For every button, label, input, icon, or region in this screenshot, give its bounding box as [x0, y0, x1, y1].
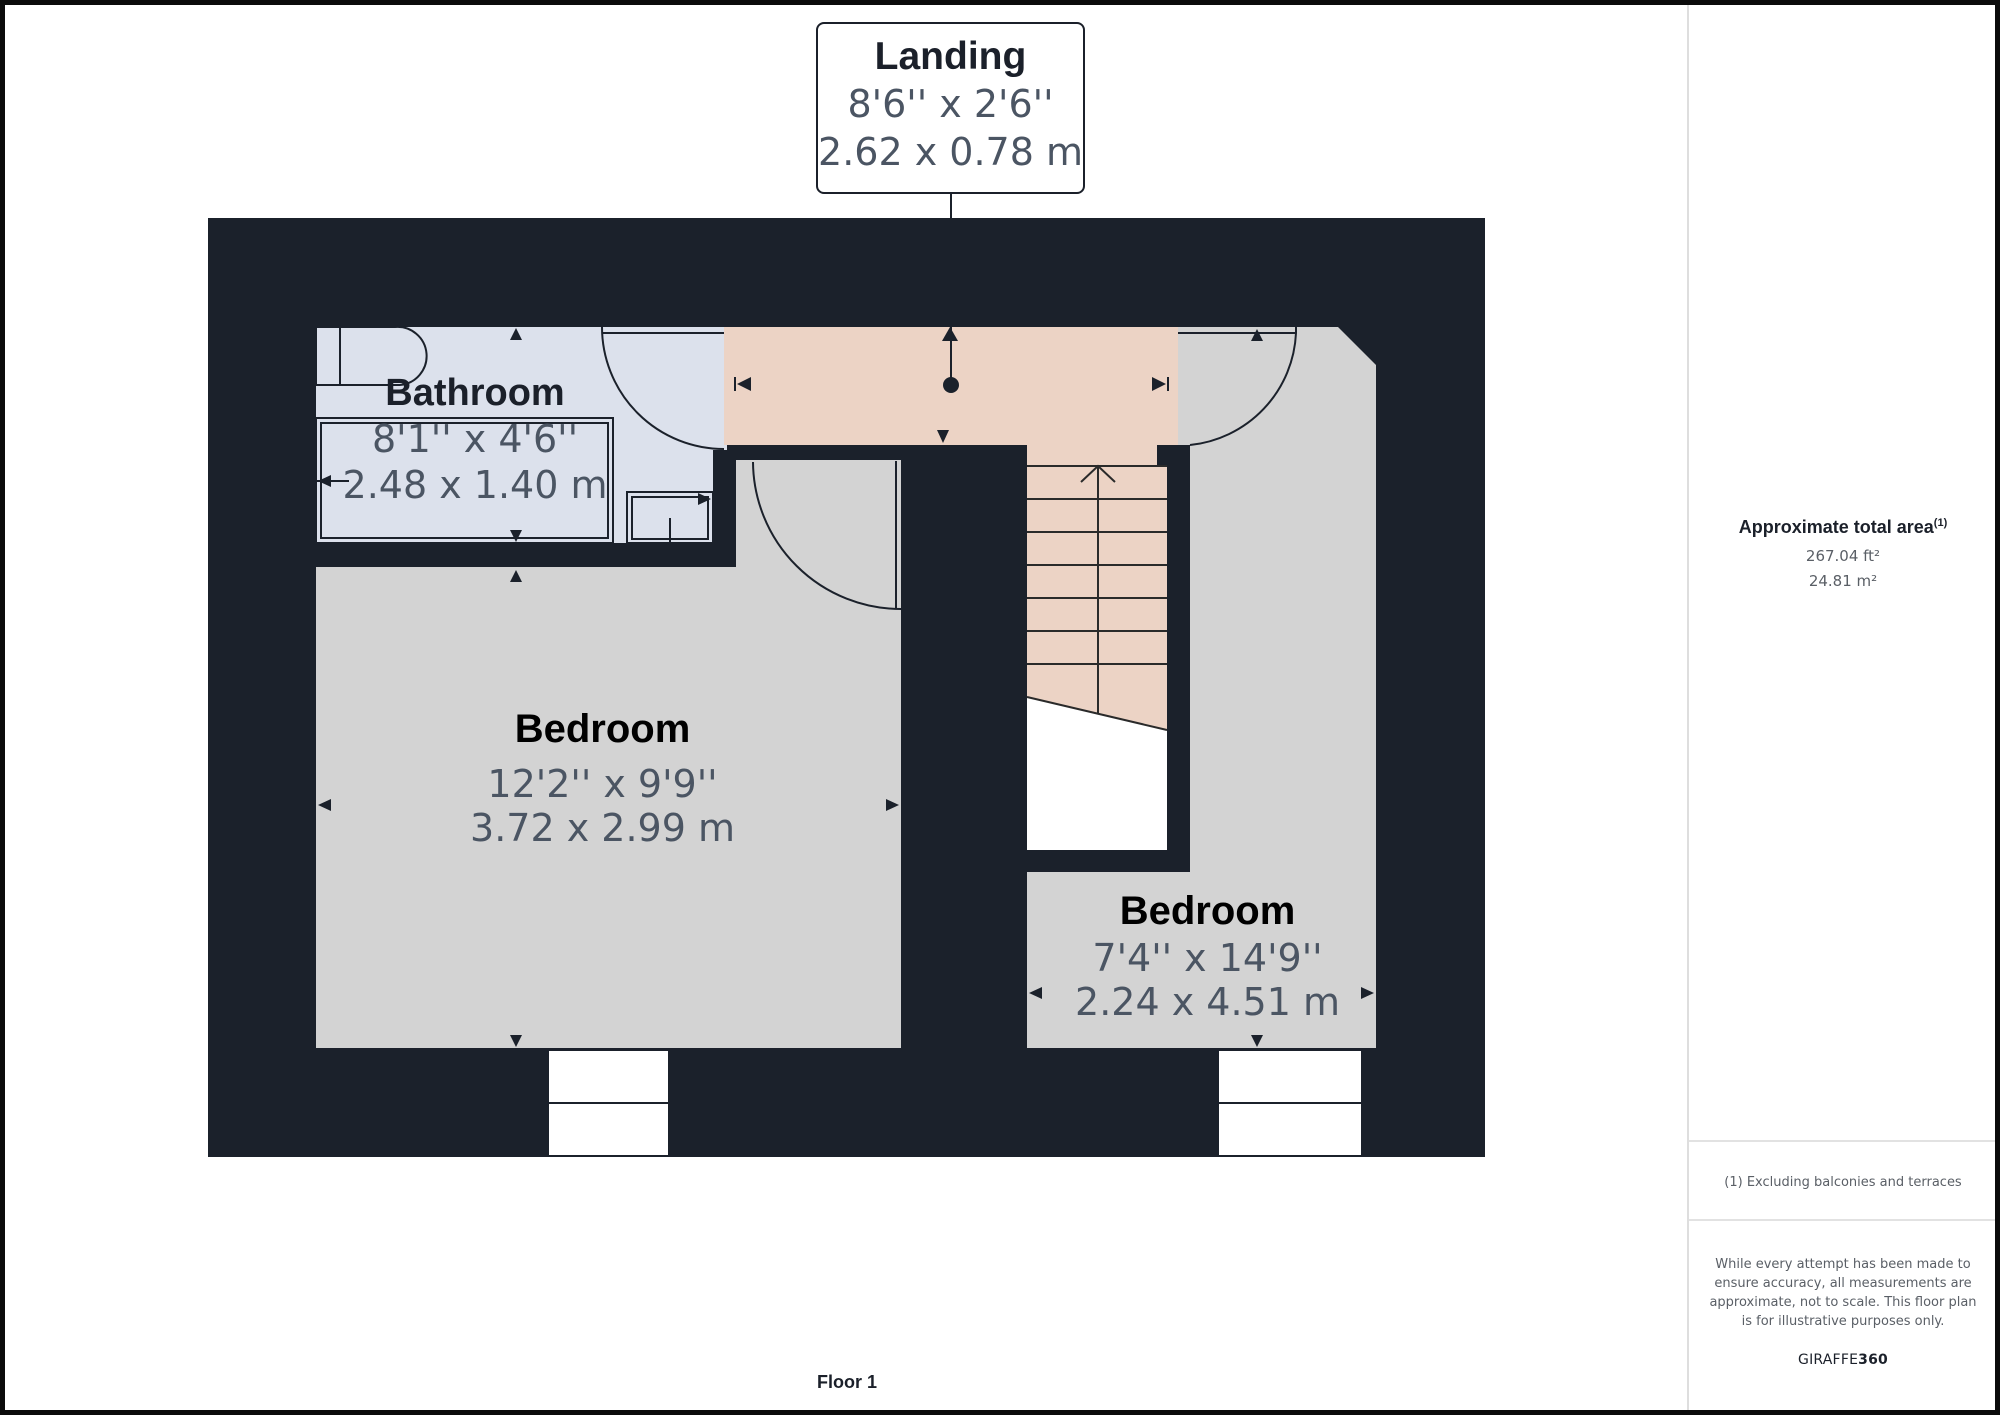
room-dim-metric-bathroom: 2.48 x 1.40 m — [342, 463, 608, 507]
arrow-left-icon — [318, 799, 331, 811]
room-bedroom-2 — [1027, 327, 1376, 1048]
arrow-down-icon — [510, 1035, 522, 1047]
sidebar-divider-2 — [1689, 1219, 1997, 1221]
stair-treads-icon — [1026, 464, 1168, 731]
total-area-block: Approximate total area(1) 267.04 ft² 24.… — [1689, 517, 1997, 590]
area-title: Approximate total area(1) — [1689, 517, 1997, 538]
room-dim-metric-landing: 2.62 x 0.78 m — [818, 130, 1083, 174]
arrow-right-icon — [1152, 377, 1166, 391]
bathroom-door-swing-icon — [601, 326, 725, 450]
arrow-left-icon — [1029, 987, 1042, 999]
arrow-down-icon — [1251, 1035, 1263, 1047]
arrow-left-icon — [737, 377, 751, 391]
room-name-bedroom-2: Bedroom — [1119, 889, 1296, 933]
arrow-up-icon — [942, 327, 958, 341]
bedroom-1-label: Bedroom 12'2'' x 9'9'' 3.72 x 2.99 m — [430, 704, 775, 850]
floor-plan-drawing — [208, 194, 1485, 1157]
floor-label: Floor 1 — [816, 1372, 877, 1392]
area-ft2: 267.04 ft² — [1805, 547, 1881, 565]
bedroom1-upper — [736, 460, 901, 570]
shower-door-icon — [316, 325, 428, 386]
arrow-down-icon — [510, 530, 522, 542]
arrow-up-icon — [1251, 329, 1263, 341]
room-dim-imperial-bathroom: 8'1'' x 4'6'' — [371, 417, 579, 461]
arrow-right-icon — [698, 493, 711, 505]
room-name-bathroom: Bathroom — [385, 372, 565, 414]
disclaimer-text: While every attempt has been made to ens… — [1709, 1257, 1977, 1329]
brand-logo: GIRAFFE360 — [1689, 1352, 1997, 1368]
window-bedroom-2 — [1219, 1051, 1361, 1155]
room-bedroom-1 — [316, 567, 901, 1048]
landing-stair-head — [1027, 444, 1157, 466]
bedroom-2-label: Bedroom 7'4'' x 14'9'' 2.24 x 4.51 m — [1055, 886, 1360, 1024]
arrow-up-icon — [510, 570, 522, 582]
window-bedroom-1 — [549, 1051, 668, 1155]
brand-suffix: 360 — [1858, 1352, 1888, 1368]
bathroom-wall-bottom — [316, 543, 736, 567]
stair-wall-bottom — [1027, 850, 1190, 872]
brand-prefix: GIRAFFE — [1798, 1352, 1859, 1368]
landing-label: Landing 8'6'' x 2'6'' 2.62 x 0.78 m — [816, 22, 1085, 194]
area-footnote: (1) Excluding balconies and terraces — [1724, 1175, 1962, 1190]
sidebar-divider-1 — [1689, 1140, 1997, 1142]
area-title-text: Approximate total area — [1738, 517, 1934, 537]
arrow-down-icon — [937, 430, 949, 443]
bedroom1-wall-post — [901, 445, 1027, 1050]
room-name-bedroom-1: Bedroom — [514, 707, 691, 751]
bedroom2-door-swing-icon — [1189, 332, 1297, 446]
room-dim-imperial-landing: 8'6'' x 2'6'' — [847, 82, 1054, 126]
area-m2: 24.81 m² — [1808, 572, 1878, 590]
room-dim-metric-bedroom-2: 2.24 x 4.51 m — [1075, 980, 1340, 1024]
room-bathroom — [316, 327, 727, 545]
area-footnote-marker: (1) — [1933, 517, 1948, 529]
info-sidebar: Approximate total area(1) 267.04 ft² 24.… — [1687, 5, 1997, 1410]
arrow-left-icon — [318, 475, 331, 487]
arrow-up-icon — [510, 328, 522, 340]
arrow-right-icon — [1361, 987, 1374, 999]
room-name-landing: Landing — [874, 35, 1027, 78]
stair-wall-right — [1167, 445, 1190, 872]
bathroom-label: Bathroom 8'1'' x 4'6'' 2.48 x 1.40 m — [330, 370, 620, 508]
room-dim-imperial-bedroom-2: 7'4'' x 14'9'' — [1092, 936, 1323, 980]
room-dim-metric-bedroom-1: 3.72 x 2.99 m — [470, 806, 735, 850]
bedroom1-door-swing-icon — [752, 461, 902, 610]
room-dim-imperial-bedroom-1: 12'2'' x 9'9'' — [487, 762, 718, 806]
arrow-right-icon — [886, 799, 899, 811]
